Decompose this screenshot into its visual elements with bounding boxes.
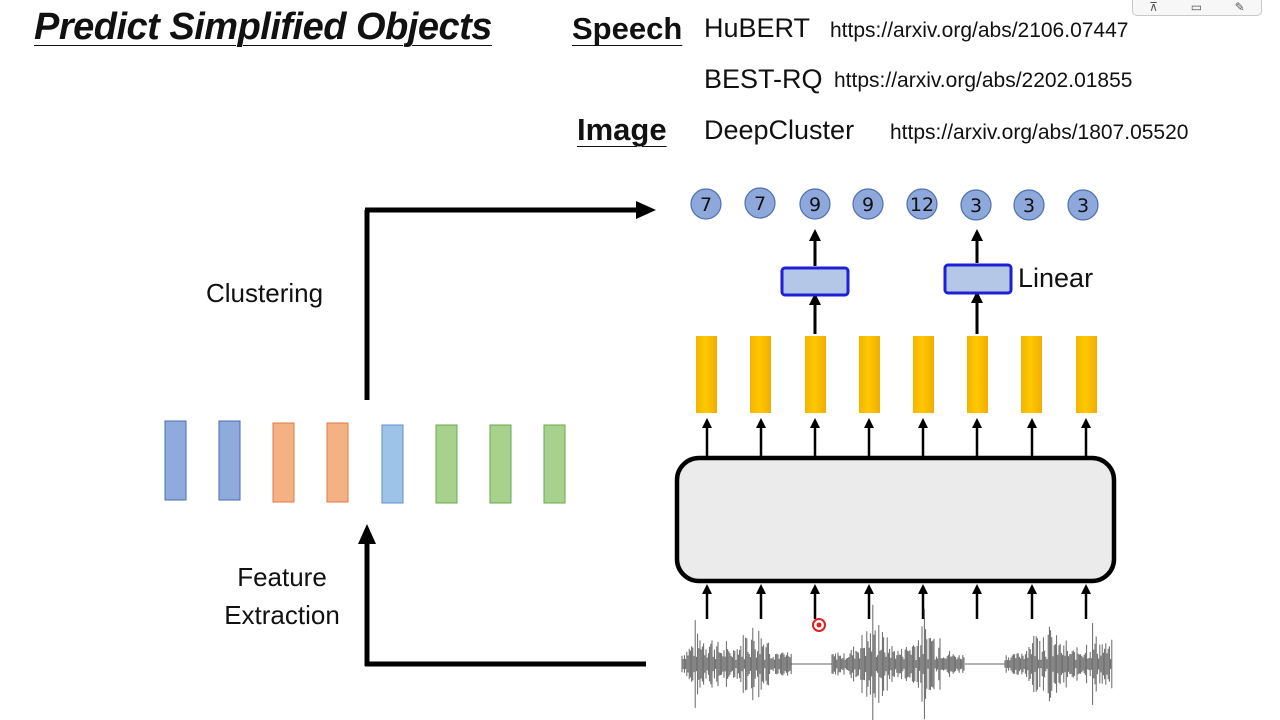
pin-icon[interactable]: ⊼ bbox=[1149, 0, 1159, 14]
clustering-arrow bbox=[364, 201, 656, 400]
feature-vector bbox=[543, 424, 566, 504]
linear-heads bbox=[780, 229, 1013, 334]
window-controls: ⊼ ▭ ✎ bbox=[1132, 0, 1262, 16]
cluster-id-1: 7 bbox=[690, 188, 722, 220]
paper-link-deepcluster[interactable]: https://arxiv.org/abs/1807.05520 bbox=[890, 121, 1189, 144]
cluster-id-text: 12 bbox=[910, 194, 934, 216]
model-name-deepcluster: DeepCluster bbox=[704, 115, 855, 145]
paper-link-best-rq[interactable]: https://arxiv.org/abs/2202.01855 bbox=[834, 69, 1133, 92]
cluster-id-2: 7 bbox=[744, 187, 776, 219]
feature-label-line2: Extraction bbox=[224, 600, 340, 630]
feature-extraction-label: Feature Extraction bbox=[200, 558, 364, 634]
speech-waveform bbox=[681, 604, 1113, 720]
linear-head-box bbox=[780, 266, 850, 297]
cluster-id-text: 7 bbox=[700, 194, 712, 216]
image-category-label: Image bbox=[577, 112, 667, 147]
cluster-id-5: 12 bbox=[906, 188, 938, 220]
feature-label-line1: Feature bbox=[237, 562, 327, 592]
cluster-id-circles: 7 7 9 9 12 3 3 3 bbox=[690, 187, 1099, 221]
cluster-id-4: 9 bbox=[852, 188, 884, 220]
cursor-indicator bbox=[812, 618, 826, 632]
input-to-encoder-arrows bbox=[702, 584, 1091, 619]
output-vector bbox=[696, 336, 717, 413]
cluster-id-text: 3 bbox=[970, 195, 982, 217]
feature-vector bbox=[326, 422, 349, 503]
output-vector bbox=[750, 336, 771, 413]
encoder-output-vectors bbox=[696, 336, 1097, 413]
cluster-id-text: 9 bbox=[809, 194, 821, 216]
output-vector bbox=[913, 336, 934, 413]
minimize-icon[interactable]: ▭ bbox=[1190, 0, 1203, 14]
cluster-id-6: 3 bbox=[960, 189, 992, 221]
encoder-to-output-arrows bbox=[702, 418, 1091, 458]
feature-vector bbox=[272, 422, 295, 503]
output-vector bbox=[1021, 336, 1042, 413]
feature-vector bbox=[218, 420, 241, 501]
feature-vector bbox=[381, 424, 404, 504]
model-name-hubert: HuBERT bbox=[704, 13, 811, 43]
cluster-id-8: 3 bbox=[1067, 189, 1099, 221]
linear-label: Linear bbox=[1018, 263, 1094, 293]
model-name-best-rq: BEST-RQ bbox=[704, 64, 823, 94]
waveform-trace bbox=[681, 604, 1113, 720]
cluster-id-text: 9 bbox=[862, 194, 874, 216]
clustering-label: Clustering bbox=[206, 278, 324, 308]
cluster-id-7: 3 bbox=[1013, 189, 1045, 221]
feature-vector bbox=[489, 424, 512, 504]
close-icon[interactable]: ✎ bbox=[1234, 0, 1245, 14]
output-vector bbox=[859, 336, 880, 413]
cluster-id-text: 7 bbox=[754, 193, 766, 215]
linear-head-box bbox=[943, 263, 1013, 295]
cluster-id-text: 3 bbox=[1023, 195, 1035, 217]
page-title: Predict Simplified Objects bbox=[34, 6, 492, 48]
feature-vectors bbox=[164, 420, 566, 504]
feature-vector bbox=[435, 424, 458, 504]
feature-extraction-arrow bbox=[358, 524, 646, 667]
output-vector bbox=[1076, 336, 1097, 413]
speech-category-label: Speech bbox=[572, 11, 683, 46]
feature-vector bbox=[164, 420, 187, 501]
output-vector bbox=[805, 336, 826, 413]
cluster-id-3: 9 bbox=[799, 188, 831, 220]
cluster-id-text: 3 bbox=[1077, 195, 1089, 217]
encoder-box bbox=[674, 455, 1117, 584]
output-vector bbox=[967, 336, 988, 413]
paper-link-hubert[interactable]: https://arxiv.org/abs/2106.07447 bbox=[830, 19, 1129, 42]
